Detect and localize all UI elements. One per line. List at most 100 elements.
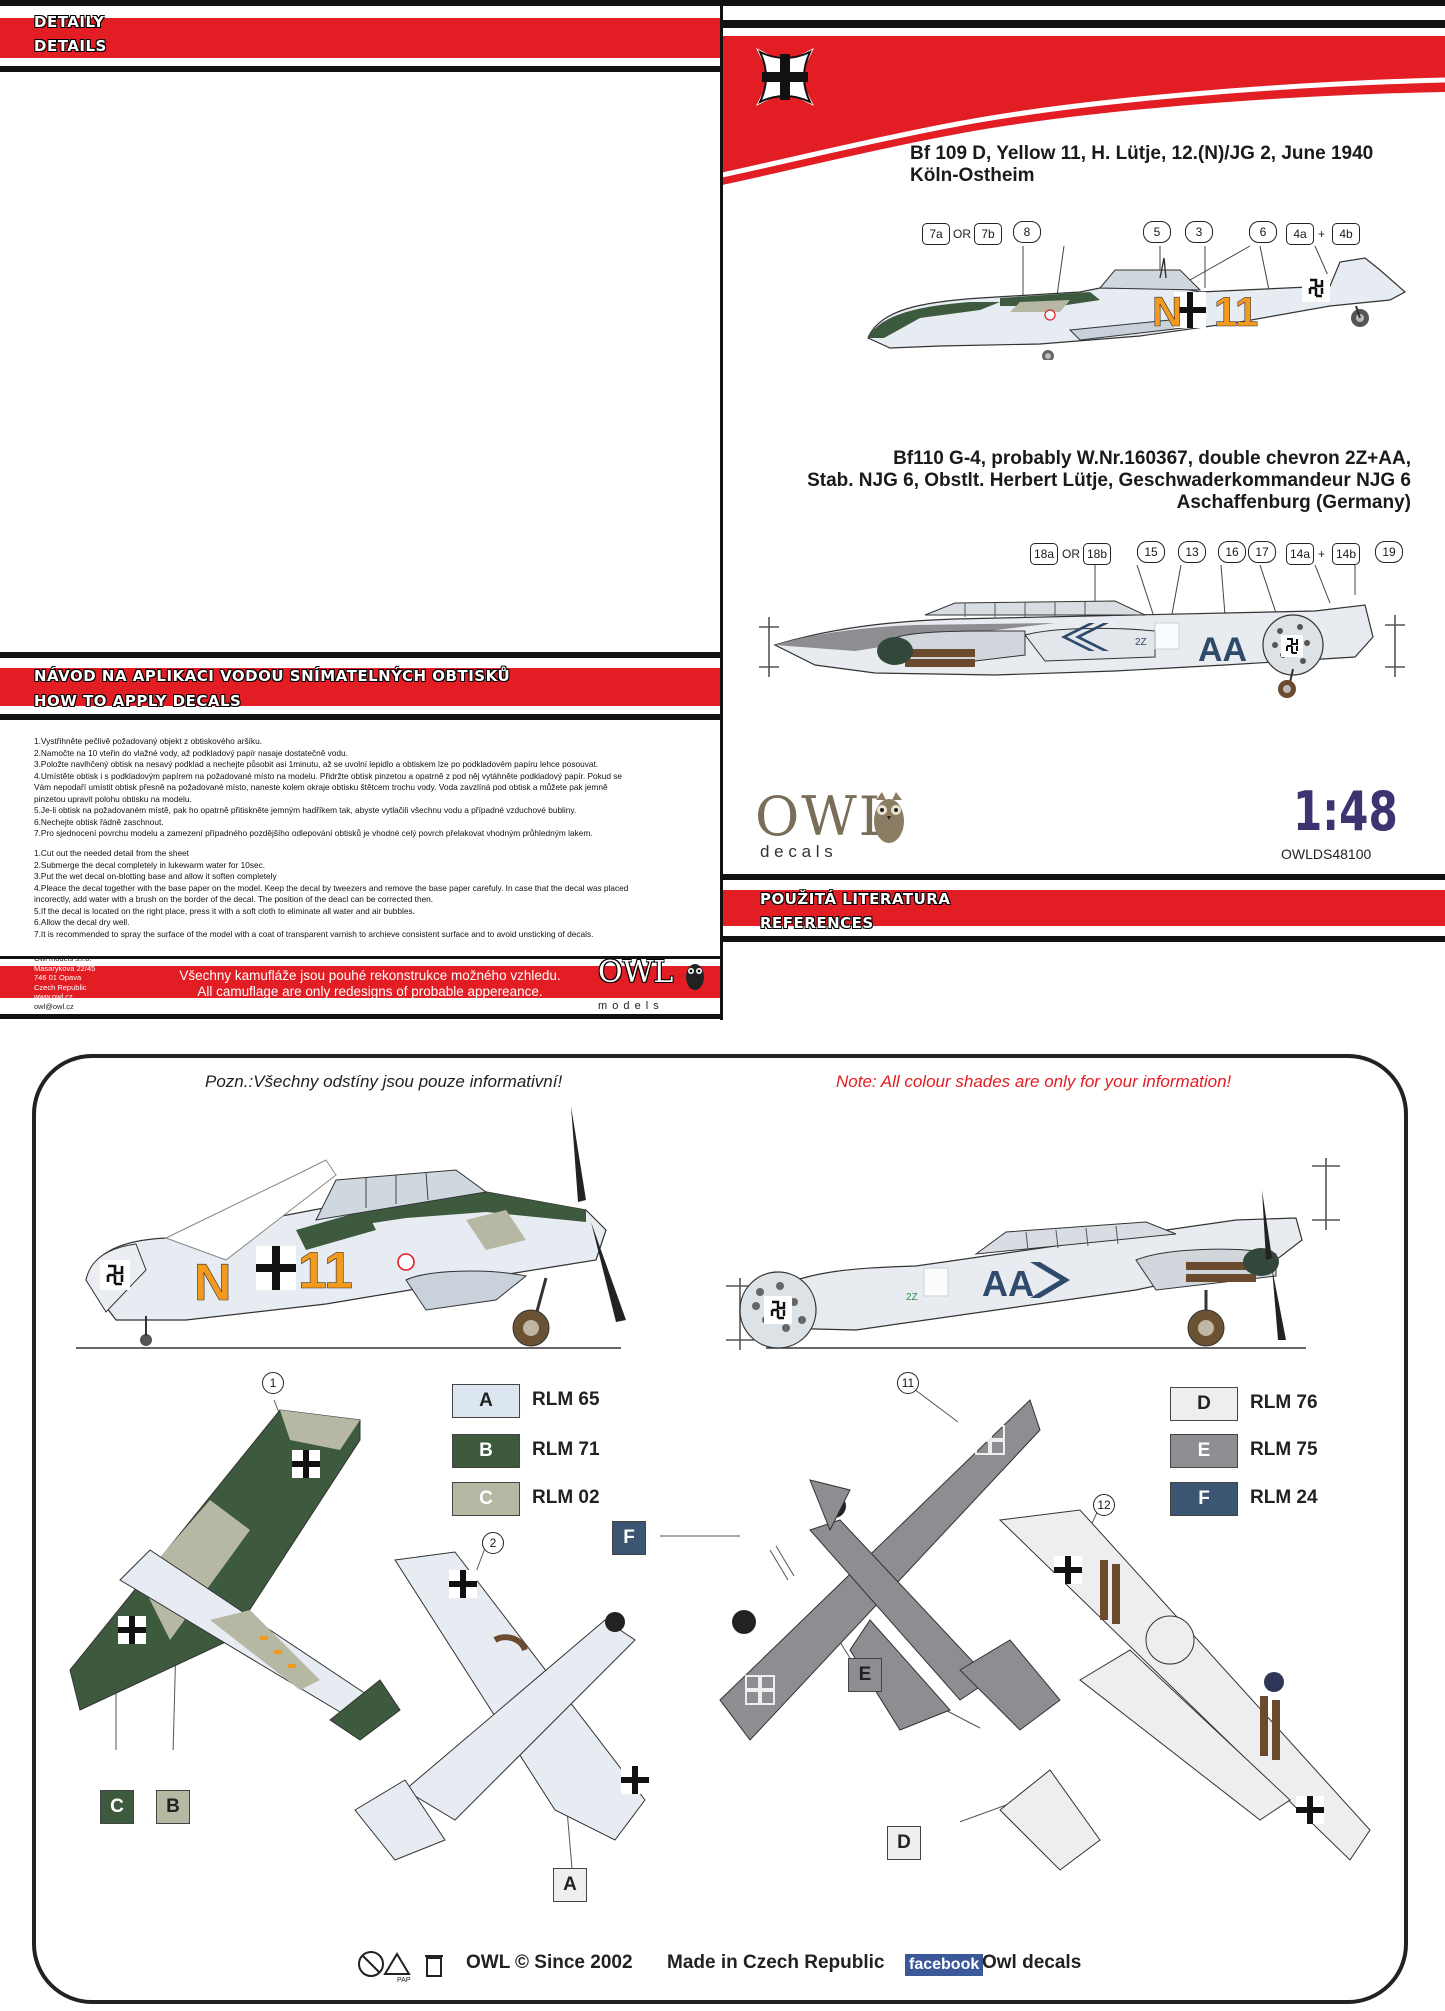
bf109-bottom-view [354, 1547, 649, 1870]
marker-d: D [887, 1826, 921, 1860]
ref-title-en: REFERENCES [760, 914, 874, 932]
footer-owl: OWL [466, 1952, 511, 1973]
callout-15: 15 [1137, 541, 1165, 563]
owl-icon-small [686, 964, 704, 990]
ref-black-stripe-top [722, 874, 1445, 880]
pap-label: PAP [397, 1977, 411, 1984]
recycling-icons [358, 1951, 443, 1977]
right-wave-band [722, 0, 1445, 185]
bf110-title-line2: Stab. NJG 6, Obstlt. Herbert Lütje, Gesc… [807, 470, 1411, 491]
owl-icon [874, 792, 904, 843]
callout-7a: 7a [922, 223, 950, 245]
bf109-large-code: N [194, 1254, 232, 1312]
bf109-title-line2: Köln-Ostheim [910, 165, 1035, 186]
swatch-d: D [1170, 1387, 1238, 1421]
product-code: OWLDS48100 [1281, 846, 1372, 862]
footer-made-in: Made in Czech Republic [667, 1952, 885, 1973]
owl-decals-logo: OWL [755, 785, 897, 848]
bf110-small-code: 2Z [1135, 637, 1147, 648]
company-address: Owl models s.r.o. Masarykova 22/45 746 0… [34, 954, 96, 1011]
swatch-e: E [1170, 1434, 1238, 1468]
bf109-side-profile: N 11 [867, 245, 1407, 360]
instr-title-en: HOW TO APPLY DECALS [34, 692, 242, 710]
instructions-cz: 1.Vystřihněte pečlivě požadovaný objekt … [34, 736, 623, 838]
company-black-stripe [0, 956, 722, 959]
instr-black-stripe-top [0, 652, 722, 658]
decals-sub: d e c a l s [760, 842, 833, 861]
footer-copyright: © Since 2002 [515, 1952, 633, 1973]
swatch-d-label: RLM 76 [1250, 1392, 1318, 1413]
callout-8: 8 [1013, 221, 1041, 243]
swatch-b-label: RLM 71 [532, 1439, 600, 1460]
callout-3: 3 [1185, 221, 1213, 243]
marker-f: F [612, 1521, 646, 1555]
note-cz: Pozn.:Všechny odstíny jsou pouze informa… [205, 1072, 563, 1091]
facebook-badge[interactable]: facebook [905, 1954, 984, 1976]
swatch-a: A [452, 1384, 520, 1418]
bf109-code-letter: N [1152, 288, 1182, 335]
callout-plus-2: + [1318, 547, 1326, 561]
bf110-bottom-view [960, 1505, 1371, 1871]
marker-e: E [848, 1658, 882, 1692]
marker-num-11: 11 [897, 1372, 919, 1394]
owl-models-logo: OWL [598, 955, 674, 990]
ref-title-cz: POUŽITÁ LITERATURA [760, 890, 951, 908]
callout-19: 19 [1375, 541, 1403, 563]
top-black-stripe [0, 0, 722, 6]
callout-13: 13 [1178, 541, 1206, 563]
details-title-cz: DETAILY [34, 13, 105, 31]
marker-b: B [156, 1790, 190, 1824]
swatch-c-label: RLM 02 [532, 1487, 600, 1508]
callout-18a: 18a [1030, 543, 1059, 565]
bf110-title-line1: Bf110 G-4, probably W.Nr.160367, double … [893, 448, 1411, 469]
instr-title-cz: NÁVOD NA APLIKACI VODOU SNÍMATELNÝCH OBT… [34, 667, 511, 685]
ref-black-stripe-bottom [722, 936, 1445, 942]
scale-label: 1:48 [1293, 780, 1398, 843]
callout-17: 17 [1248, 541, 1276, 563]
iron-cross-icon [756, 48, 814, 106]
swatch-f: F [1170, 1482, 1238, 1516]
models-sub: m o d e l s [598, 1000, 660, 1012]
callout-plus: + [1318, 227, 1326, 241]
bf110-large-small-code: 2Z [906, 1292, 918, 1303]
callout-or-2: OR [1062, 547, 1080, 561]
swatch-e-label: RLM 75 [1250, 1439, 1318, 1460]
swatch-c: C [452, 1482, 520, 1516]
marker-num-12: 12 [1093, 1494, 1115, 1516]
swatch-a-label: RLM 65 [532, 1389, 600, 1410]
company-black-stripe-bottom [0, 1014, 722, 1019]
bf110-fuselage-code: AA [1198, 631, 1247, 669]
swatch-f-label: RLM 24 [1250, 1487, 1318, 1508]
callout-4a: 4a [1286, 223, 1314, 245]
callout-14b: 14b [1332, 543, 1361, 565]
marker-a: A [553, 1868, 587, 1902]
callout-4b: 4b [1332, 223, 1360, 245]
note-en: Note: All colour shades are only for you… [836, 1072, 1232, 1091]
callout-7b: 7b [974, 223, 1002, 245]
swatch-b: B [452, 1434, 520, 1468]
bf110-top-view [660, 1385, 1061, 1741]
callout-14a: 14a [1286, 543, 1315, 565]
bf109-fuselage-number: 11 [1214, 288, 1258, 335]
instr-black-stripe-bottom [0, 714, 722, 720]
details-red-band [0, 18, 722, 58]
bf110-side-profile: 2Z AA [759, 565, 1405, 698]
bf110-title-line3: Aschaffenburg (Germany) [1176, 492, 1411, 513]
company-red-band [0, 966, 722, 998]
ref-red-band [722, 890, 1445, 926]
footer-owl-decals: Owl decals [982, 1952, 1082, 1973]
center-divider [720, 0, 723, 1020]
bf109-title-line1: Bf 109 D, Yellow 11, H. Lütje, 12.(N)/JG… [910, 143, 1374, 164]
camo-note-cz: Všechny kamufláže jsou pouhé rekonstrukc… [179, 968, 561, 983]
bf110-large-code: AA [982, 1263, 1034, 1304]
bf109-large-number: 11 [298, 1242, 353, 1300]
callout-or: OR [953, 227, 971, 241]
callout-18b: 18b [1083, 543, 1112, 565]
instructions-en: 1.Cut out the needed detail from the she… [34, 848, 629, 939]
callout-16: 16 [1218, 541, 1246, 563]
marker-num-2: 2 [482, 1532, 504, 1554]
details-black-stripe [0, 66, 722, 72]
bf109-top-view [69, 1399, 401, 1750]
bf109-large-profile: N 11 [76, 1106, 626, 1349]
instr-red-band [0, 668, 722, 706]
